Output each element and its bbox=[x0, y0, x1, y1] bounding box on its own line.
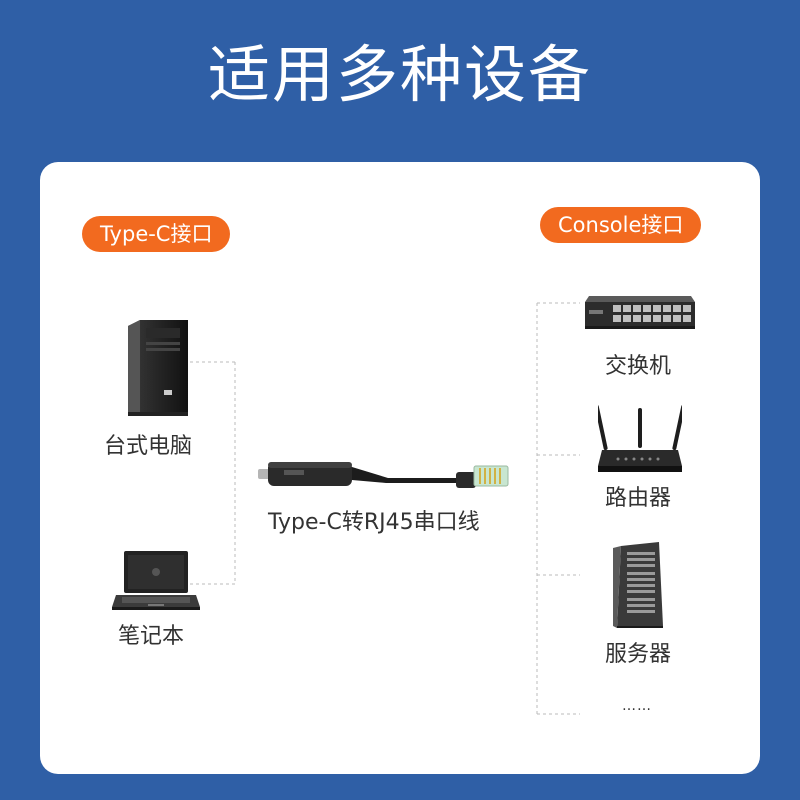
laptop-label: 笔记本 bbox=[118, 624, 185, 649]
device-compatibility-card: Type-C接口 Console接口 台式电脑 bbox=[40, 162, 760, 774]
server-label: 服务器 bbox=[605, 642, 672, 667]
network-switch-icon bbox=[585, 292, 695, 334]
laptop-icon bbox=[112, 549, 200, 615]
type-c-port-badge: Type-C接口 bbox=[82, 216, 231, 252]
router-label: 路由器 bbox=[605, 486, 672, 511]
switch-label: 交换机 bbox=[605, 354, 672, 379]
router-icon bbox=[594, 402, 686, 480]
console-port-badge: Console接口 bbox=[540, 207, 702, 243]
server-tower-icon bbox=[613, 542, 665, 632]
page-title: 适用多种设备 bbox=[207, 38, 592, 111]
cable-label: Type-C转RJ45串口线 bbox=[268, 510, 480, 535]
desktop-pc-label: 台式电脑 bbox=[104, 434, 193, 459]
connector-lines bbox=[190, 302, 580, 715]
usb-c-to-rj45-cable-icon bbox=[258, 452, 514, 496]
more-devices-ellipsis: …… bbox=[622, 698, 652, 714]
desktop-pc-icon bbox=[120, 320, 190, 422]
